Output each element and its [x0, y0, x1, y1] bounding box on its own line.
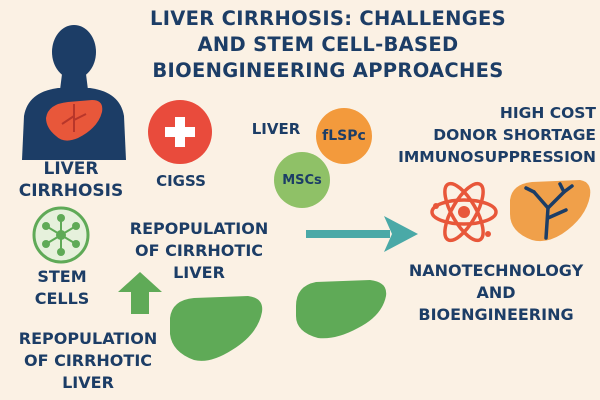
right-arrow-icon [306, 216, 418, 252]
up-arrow-icon [118, 272, 162, 314]
nanotechnology-label: NANOTECHNOLOGY AND BIOENGINEERING [408, 261, 584, 324]
stem-cells-label: STEM CELLS [34, 267, 90, 308]
stem-cell-icon [32, 206, 90, 264]
human-silhouette-icon [22, 25, 126, 160]
liver-label: LIVER [251, 120, 301, 138]
repopulation-label-bottom: REPOPULATION OF CIRRHOTIC LIVER [18, 329, 158, 392]
liver-vessels-icon [510, 180, 591, 242]
cigss-label: CIGSS [156, 172, 206, 190]
liver-shape-right [296, 280, 387, 339]
atom-icon [430, 181, 498, 243]
flspc-circle: fLSPc [316, 108, 372, 164]
challenges-label: HIGH COST DONOR SHORTAGE IMMUNOSUPPRESSI… [398, 104, 596, 166]
repopulation-label-top: REPOPULATION OF CIRRHOTIC LIVER [129, 219, 269, 282]
liver-icon [46, 100, 103, 141]
mscs-circle: MSCs [274, 152, 330, 208]
liver-shape-left [170, 296, 263, 361]
medical-cross-circle [148, 100, 212, 164]
liver-cirrhosis-label: LIVER CIRRHOSIS [18, 159, 124, 201]
medical-cross-icon [165, 117, 195, 147]
page-title: LIVER CIRRHOSIS: CHALLENGES AND STEM CEL… [149, 7, 506, 82]
